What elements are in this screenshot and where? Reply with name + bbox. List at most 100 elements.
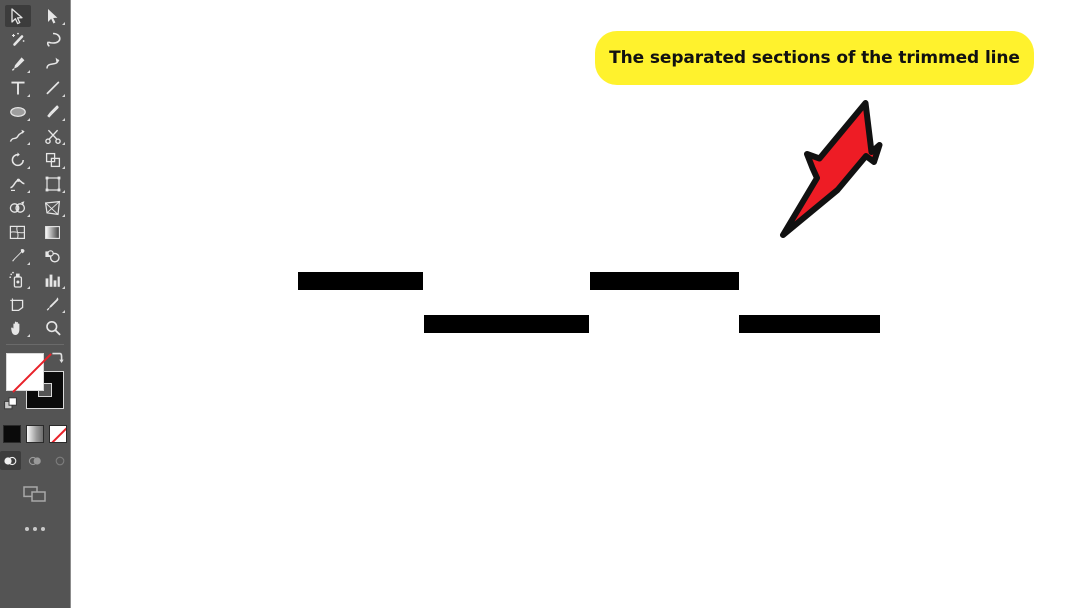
magic-wand-icon — [5, 29, 31, 51]
tool-type-tool[interactable] — [0, 76, 35, 100]
line-segment-1[interactable] — [298, 272, 423, 290]
dot — [41, 527, 45, 531]
selection-arrow-icon — [4, 5, 31, 27]
draw-normal-button[interactable] — [0, 451, 21, 470]
flyout-corner-icon — [27, 262, 30, 265]
tool-selection-tool[interactable] — [0, 4, 35, 28]
draw-mode-row — [0, 451, 70, 470]
screen-mode-row — [0, 484, 70, 509]
flyout-corner-icon — [27, 94, 30, 97]
tool-eyedropper-tool[interactable] — [0, 244, 35, 268]
scale-icon — [40, 149, 66, 171]
tools-panel — [0, 0, 71, 608]
dot — [25, 527, 29, 531]
flyout-corner-icon — [27, 142, 30, 145]
tool-scale-tool[interactable] — [35, 148, 70, 172]
annotation-callout: The separated sections of the trimmed li… — [595, 31, 1034, 85]
tool-ellipse-tool[interactable] — [0, 100, 35, 124]
tool-width-tool[interactable] — [0, 172, 35, 196]
flyout-corner-icon — [27, 70, 30, 73]
tool-scissors-tool[interactable] — [35, 124, 70, 148]
flyout-corner-icon — [62, 166, 65, 169]
fill-swatch[interactable] — [6, 353, 52, 393]
rotate-icon — [5, 149, 31, 171]
tool-shaper-tool[interactable] — [0, 124, 35, 148]
curvature-icon — [40, 53, 66, 75]
flyout-corner-icon — [27, 166, 30, 169]
pen-nib-icon — [5, 53, 31, 75]
gradient-icon — [40, 221, 66, 243]
slice-knife-icon — [40, 293, 66, 315]
paintbrush-icon — [40, 101, 66, 123]
width-icon — [5, 173, 31, 195]
swap-fill-stroke-icon[interactable] — [48, 351, 64, 372]
flyout-corner-icon — [62, 214, 65, 217]
flyout-corner-icon — [62, 118, 65, 121]
tool-hand-tool[interactable] — [0, 316, 35, 340]
tool-column-graph-tool[interactable] — [35, 268, 70, 292]
tool-symbol-sprayer-tool[interactable] — [0, 268, 35, 292]
direct-selection-arrow-icon — [40, 5, 66, 27]
tool-artboard-tool[interactable] — [0, 292, 35, 316]
change-screen-mode-icon[interactable] — [22, 484, 48, 509]
hand-icon — [5, 317, 31, 339]
color-mode-gradient-button[interactable] — [26, 425, 44, 443]
tool-rotate-tool[interactable] — [0, 148, 35, 172]
draw-inside-button[interactable] — [49, 451, 70, 470]
tool-shape-builder-tool[interactable] — [0, 196, 35, 220]
tool-blend-tool[interactable] — [35, 244, 70, 268]
tool-lasso-tool[interactable] — [35, 28, 70, 52]
color-mode-none-button[interactable] — [49, 425, 67, 443]
annotation-arrow-icon — [771, 95, 891, 245]
blend-icon — [40, 245, 66, 267]
flyout-corner-icon — [62, 286, 65, 289]
tool-mesh-tool[interactable] — [0, 220, 35, 244]
tool-line-segment-tool[interactable] — [35, 76, 70, 100]
line-segment-2[interactable] — [424, 315, 589, 333]
mesh-icon — [5, 221, 31, 243]
tool-zoom-tool[interactable] — [35, 316, 70, 340]
flyout-corner-icon — [27, 286, 30, 289]
line-segment-4[interactable] — [739, 315, 880, 333]
tool-direct-selection-tool[interactable] — [35, 4, 70, 28]
eyedropper-icon — [5, 245, 31, 267]
scissors-icon — [40, 125, 66, 147]
color-mode-row — [0, 425, 70, 443]
tool-curvature-tool[interactable] — [35, 52, 70, 76]
line-segment-3[interactable] — [590, 272, 739, 290]
flyout-corner-icon — [62, 190, 65, 193]
flyout-corner-icon — [62, 22, 65, 25]
color-mode-solid-button[interactable] — [3, 425, 21, 443]
tool-grid — [0, 0, 70, 340]
perspective-grid-icon — [40, 197, 66, 219]
artboard-icon — [5, 293, 31, 315]
flyout-corner-icon — [62, 310, 65, 313]
type-t-icon — [5, 77, 31, 99]
tool-free-transform-tool[interactable] — [35, 172, 70, 196]
flyout-corner-icon — [27, 214, 30, 217]
dot — [33, 527, 37, 531]
tool-slice-tool[interactable] — [35, 292, 70, 316]
edit-toolbar-icon[interactable] — [25, 527, 45, 531]
free-transform-icon — [40, 173, 66, 195]
tool-magic-wand-tool[interactable] — [0, 28, 35, 52]
lasso-icon — [40, 29, 66, 51]
tool-paintbrush-tool[interactable] — [35, 100, 70, 124]
column-graph-icon — [40, 269, 66, 291]
none-slash-icon — [50, 426, 66, 442]
tool-perspective-grid-tool[interactable] — [35, 196, 70, 220]
flyout-corner-icon — [27, 334, 30, 337]
fill-stroke-controls — [0, 349, 70, 421]
line-segment-icon — [40, 77, 66, 99]
tool-pen-tool[interactable] — [0, 52, 35, 76]
ellipse-icon — [5, 101, 31, 123]
shape-builder-icon — [5, 197, 31, 219]
document-canvas[interactable]: The separated sections of the trimmed li… — [71, 0, 1080, 608]
tool-gradient-tool[interactable] — [35, 220, 70, 244]
draw-behind-button[interactable] — [25, 451, 46, 470]
default-fill-stroke-icon[interactable] — [4, 397, 19, 417]
flyout-corner-icon — [27, 190, 30, 193]
shaper-icon — [5, 125, 31, 147]
edit-toolbar-row — [0, 527, 70, 531]
